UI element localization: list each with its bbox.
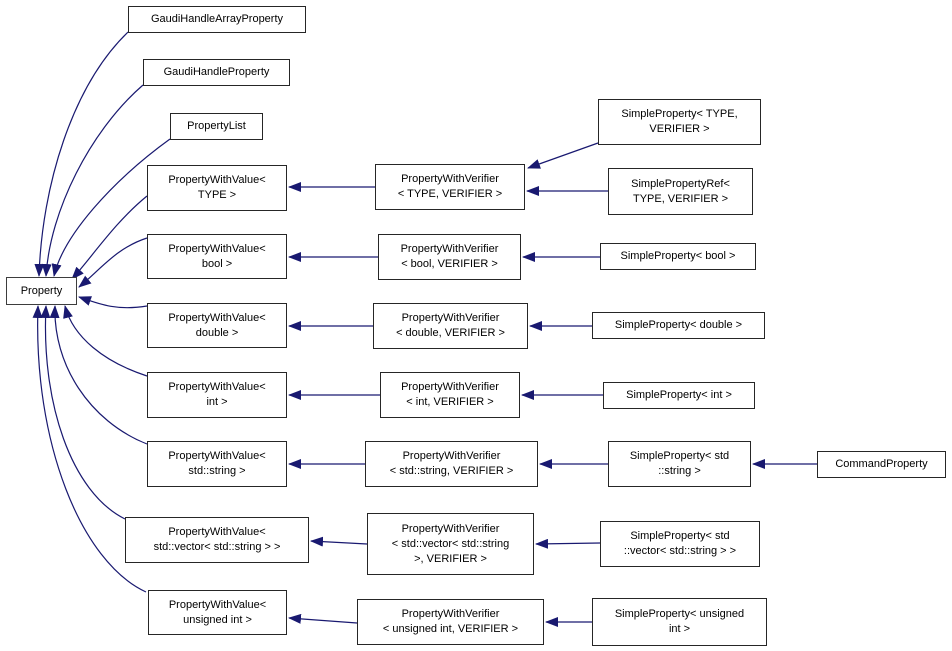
class-node-label: PropertyWithValue<: [168, 526, 266, 538]
class-node-label: < std::vector< std::string: [391, 537, 510, 550]
inheritance-edge-gaudi-handle-array-property-to-property: [34, 31, 129, 277]
inheritance-edge-simple-property-type-to-property-with-verifier-type: [527, 142, 599, 169]
class-node-property-with-value-int[interactable]: PropertyWithValue< int >: [147, 372, 287, 418]
inheritance-edge-property-with-value-type-to-property: [71, 195, 148, 280]
class-node-label: std::vector< std::string > >: [153, 541, 281, 553]
class-node-label: TYPE >: [197, 189, 237, 201]
inheritance-edge-property-with-verifier-uint-to-property-with-value-uint: [288, 613, 358, 624]
class-node-property-with-verifier-double[interactable]: PropertyWithVerifier < double, VERIFIER >: [373, 303, 528, 349]
class-node-property-with-verifier-int[interactable]: PropertyWithVerifier < int, VERIFIER >: [380, 372, 520, 418]
class-node-label: std::string >: [188, 465, 246, 477]
class-node-simple-property-vector[interactable]: SimpleProperty< std::vector< std::string…: [600, 521, 760, 567]
inheritance-edge-property-with-value-uint-to-property: [32, 305, 147, 593]
class-node-command-property[interactable]: CommandProperty: [817, 451, 946, 478]
class-node-label: SimpleProperty< unsigned: [614, 608, 745, 620]
class-node-label: PropertyWithVerifier: [401, 522, 500, 535]
class-node-label: bool >: [201, 257, 233, 270]
class-node-label: TYPE, VERIFIER >: [632, 192, 729, 205]
class-node-label: ::vector< std::string > >: [623, 545, 737, 557]
class-node-label: PropertyList: [187, 120, 246, 132]
class-node-property-with-value-uint[interactable]: PropertyWithValue< unsigned int >: [148, 590, 287, 635]
class-node-label: SimpleProperty< TYPE,: [621, 108, 738, 120]
class-node-simple-property-bool[interactable]: SimpleProperty< bool >: [600, 243, 756, 270]
class-node-property-with-value-string[interactable]: PropertyWithValue<std::string >: [147, 441, 287, 487]
class-node-label: SimpleProperty< std: [630, 530, 730, 542]
class-node-property: Property: [6, 277, 77, 305]
class-node-simple-property-string[interactable]: SimpleProperty< std::string >: [608, 441, 751, 487]
class-node-property-with-verifier-type[interactable]: PropertyWithVerifier < TYPE, VERIFIER >: [375, 164, 525, 210]
class-node-simple-property-uint[interactable]: SimpleProperty< unsigned int >: [592, 598, 767, 646]
class-node-label: ::string >: [658, 465, 701, 477]
class-node-label: < TYPE, VERIFIER >: [397, 188, 503, 200]
inheritance-edge-property-with-value-string-to-property: [49, 305, 148, 445]
class-node-label: PropertyWithVerifier: [401, 381, 499, 393]
class-node-label: PropertyWithVerifier: [401, 173, 499, 185]
inheritance-edge-property-with-verifier-vector-to-property-with-value-vector: [310, 536, 368, 547]
class-node-label: SimplePropertyRef<: [631, 177, 730, 190]
class-node-label: GaudiHandleArrayProperty: [150, 13, 284, 25]
class-node-label: int >: [668, 623, 691, 635]
class-node-label: PropertyWithValue<: [168, 242, 266, 255]
class-node-label: < unsigned int, VERIFIER >: [382, 623, 519, 635]
class-node-property-with-value-bool[interactable]: PropertyWithValue< bool >: [147, 234, 287, 279]
class-node-property-with-value-vector[interactable]: PropertyWithValue<std::vector< std::stri…: [125, 517, 309, 563]
class-node-label: double >: [195, 326, 239, 339]
inheritance-edge-property-list-to-property: [51, 138, 171, 277]
inheritance-edge-simple-property-vector-to-property-with-verifier-vector: [535, 538, 601, 549]
class-node-label: PropertyWithValue<: [168, 174, 266, 186]
class-node-label: PropertyWithValue<: [168, 311, 266, 324]
class-node-property-with-value-double[interactable]: PropertyWithValue< double >: [147, 303, 287, 348]
class-node-label: < std::string, VERIFIER >: [389, 465, 514, 477]
class-node-label: SimpleProperty< std: [629, 450, 730, 462]
class-node-property-with-verifier-bool[interactable]: PropertyWithVerifier < bool, VERIFIER >: [378, 234, 521, 280]
class-node-label: < double, VERIFIER >: [396, 327, 505, 339]
class-node-simple-property-type[interactable]: SimpleProperty< TYPE, VERIFIER >: [598, 99, 761, 145]
class-node-label: SimpleProperty< double >: [614, 319, 743, 331]
class-node-label: PropertyWithValue<: [168, 598, 267, 611]
inheritance-edge-gaudi-handle-property-to-property: [41, 84, 144, 277]
class-node-property-with-value-type[interactable]: PropertyWithValue< TYPE >: [147, 165, 287, 211]
class-node-property-with-verifier-uint[interactable]: PropertyWithVerifier < unsigned int, VERI…: [357, 599, 544, 645]
class-node-label: int >: [206, 396, 228, 408]
inheritance-edges: [32, 31, 817, 627]
class-node-label: SimpleProperty< bool >: [620, 250, 736, 262]
class-node-gaudi-handle-array-property[interactable]: GaudiHandleArrayProperty: [128, 6, 306, 33]
class-node-label: PropertyWithVerifier: [401, 608, 500, 620]
inheritance-edge-property-with-value-double-to-property: [78, 296, 148, 309]
inheritance-edge-property-with-value-vector-to-property: [40, 305, 126, 520]
inheritance-edge-property-with-value-int-to-property: [63, 305, 148, 377]
class-node-label: >, VERIFIER >: [414, 552, 487, 565]
class-node-gaudi-handle-property[interactable]: GaudiHandleProperty: [143, 59, 290, 86]
class-node-property-with-verifier-string[interactable]: PropertyWithVerifier< std::string, VERIF…: [365, 441, 538, 487]
class-node-label: PropertyWithVerifier: [401, 312, 500, 324]
class-node-label: GaudiHandleProperty: [163, 66, 270, 78]
class-node-label: VERIFIER >: [649, 123, 710, 135]
class-node-label: Property: [20, 284, 63, 297]
class-node-label: CommandProperty: [835, 458, 928, 470]
class-node-simple-property-ref-type[interactable]: SimplePropertyRef< TYPE, VERIFIER >: [608, 168, 753, 215]
class-node-label: PropertyWithVerifier: [402, 450, 501, 462]
class-node-label: PropertyWithValue<: [168, 381, 266, 393]
class-node-label: SimpleProperty< int >: [626, 389, 732, 401]
class-node-label: < int, VERIFIER >: [406, 396, 494, 408]
class-node-label: PropertyWithVerifier: [400, 243, 499, 255]
class-node-simple-property-int[interactable]: SimpleProperty< int >: [603, 382, 755, 409]
class-node-property-list[interactable]: PropertyList: [170, 113, 263, 140]
class-node-label: PropertyWithValue<: [168, 450, 266, 462]
inheritance-edge-property-with-value-bool-to-property: [78, 237, 148, 288]
class-node-property-with-verifier-vector[interactable]: PropertyWithVerifier< std::vector< std::…: [367, 513, 534, 575]
class-node-label: < bool, VERIFIER >: [401, 258, 498, 270]
class-node-label: unsigned int >: [183, 613, 252, 626]
class-node-simple-property-double[interactable]: SimpleProperty< double >: [592, 312, 765, 339]
